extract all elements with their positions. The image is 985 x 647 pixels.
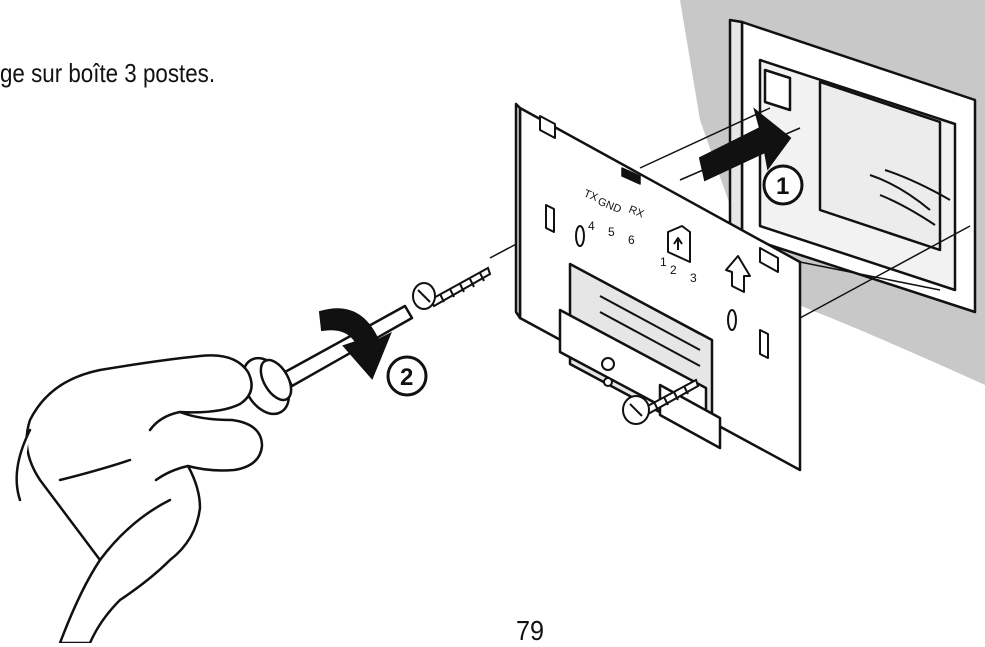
screw-upper [412,266,492,310]
label-pin5: 5 [608,225,615,239]
step2-label: 2 [400,364,413,391]
instruction-caption: ge sur boîte 3 postes. [0,58,216,88]
step1-badge [762,164,804,206]
step2-badge [386,355,428,397]
label-pin2: 2 [670,263,677,277]
screw-lower [622,378,700,425]
page-number: 79 [516,615,545,646]
step1-label: 1 [776,173,789,200]
label-tx: TX [582,188,600,205]
label-pin4: 4 [588,219,595,233]
hand-drawing [15,354,264,643]
label-pin3: 3 [690,271,697,285]
step1-arrow [698,107,792,182]
label-pin1: 1 [660,255,667,269]
plate-labels: TX GND RX 4 5 6 1 2 3 [582,188,697,285]
step2-rotation-arrow [318,308,392,380]
label-pin6: 6 [628,233,635,247]
label-rx: RX [627,204,646,221]
wall-box [728,18,977,314]
